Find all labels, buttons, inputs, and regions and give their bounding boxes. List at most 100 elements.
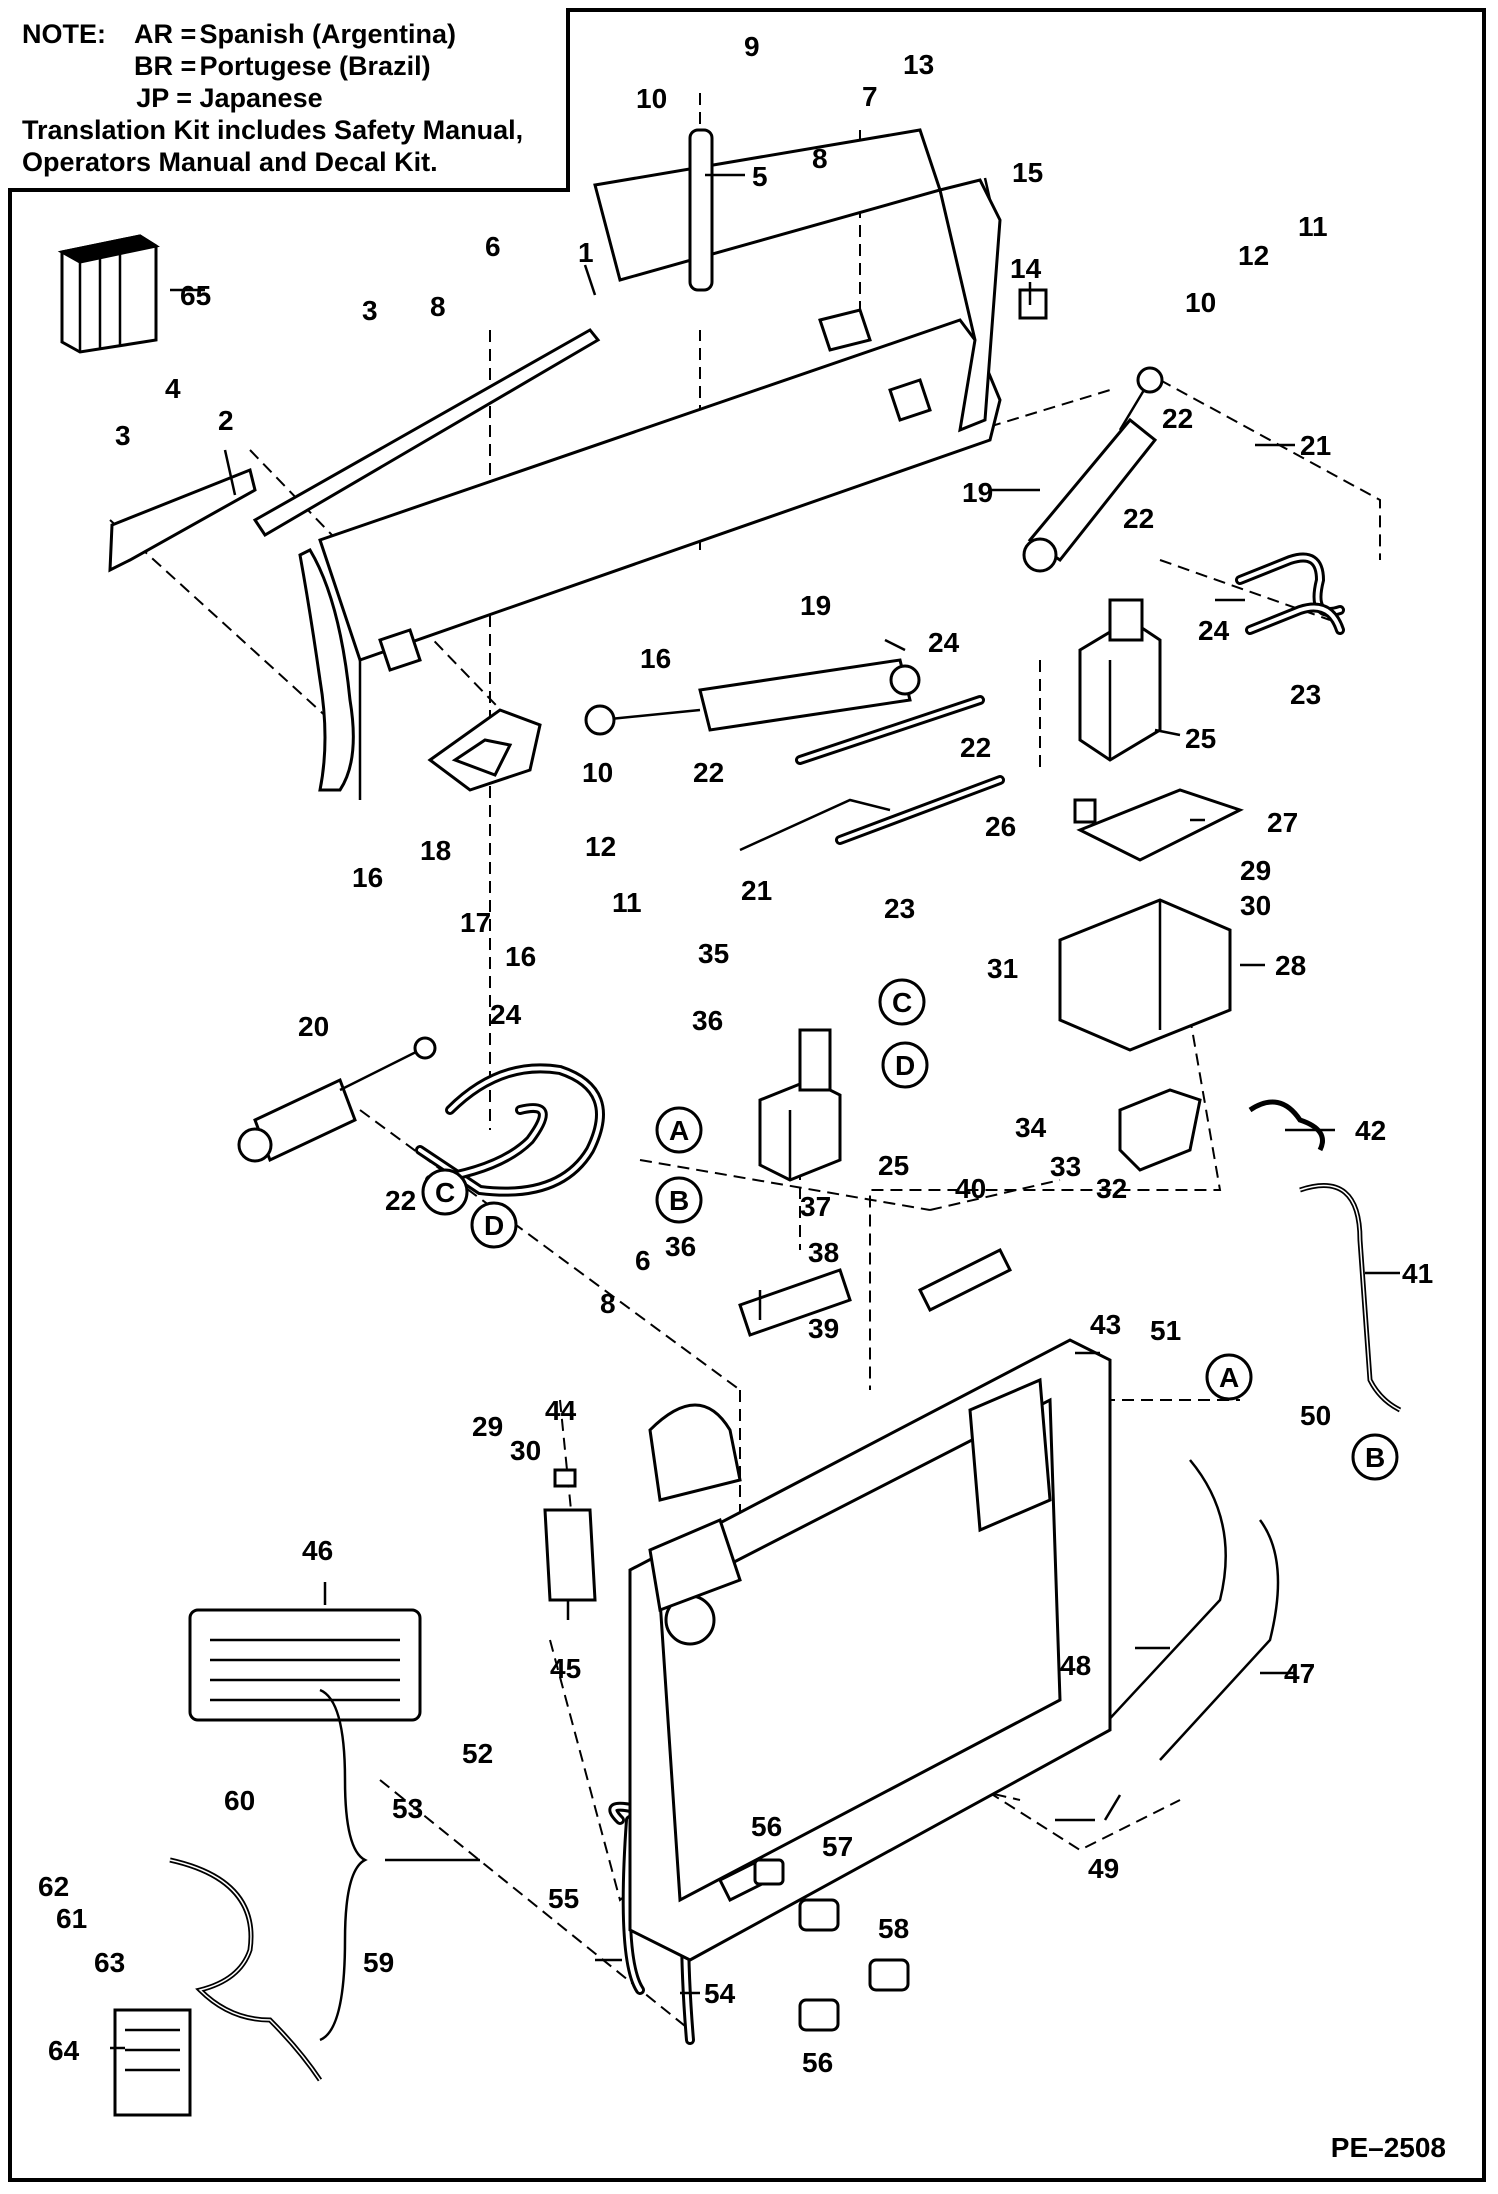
letter-D: D [484,1210,504,1241]
callout-12: 12 [1238,240,1269,271]
callout-22: 22 [1123,503,1154,534]
callout-40: 40 [955,1173,986,1204]
callout-32: 32 [1096,1173,1127,1204]
callout-65: 65 [180,280,211,311]
callout-29: 29 [1240,855,1271,886]
steel-lines [739,798,1280,1761]
callout-27: 27 [1267,807,1298,838]
callout-25: 25 [1185,723,1216,754]
callout-50: 50 [1300,1400,1331,1431]
callout-28: 28 [1275,950,1306,981]
callout-56: 56 [802,2047,833,2078]
note-code-br: BR = [134,51,197,81]
callout-59: 59 [363,1947,394,1978]
callout-60: 60 [224,1785,255,1816]
callout-49: 49 [1088,1853,1119,1884]
callout-36: 36 [665,1231,696,1262]
callout-17: 17 [460,907,491,938]
wire-harnesses [169,1099,1402,2082]
callout-55: 55 [548,1883,579,1914]
callout-16: 16 [640,643,671,674]
callout-21: 21 [1300,430,1331,461]
callout-4: 4 [165,373,181,404]
callout-57: 57 [822,1831,853,1862]
callout-19: 19 [962,477,993,508]
callout-10: 10 [1185,287,1216,318]
callout-18: 18 [420,835,451,866]
diagram-frame [8,8,1486,2182]
callout-8: 8 [430,291,446,322]
translation-kit-box [57,234,160,354]
note-row-ar: NOTE: AR = Spanish (Argentina) [22,18,552,50]
callout-11: 11 [1298,211,1328,242]
quick-couplers [753,1858,910,2032]
callout-8: 8 [812,143,828,174]
callout-51: 51 [1150,1315,1181,1346]
letter-D: D [895,1050,915,1081]
letter-A: A [669,1115,689,1146]
note-code-jp: JP = [136,83,192,113]
callout-31: 31 [987,953,1018,984]
electrical-box [1058,788,1244,1172]
note-language-ar: Spanish (Argentina) [199,19,457,49]
callout-43: 43 [1090,1309,1121,1340]
callout-44: 44 [545,1395,577,1426]
callout-62: 62 [38,1871,69,1902]
note-row-jp: JP = Japanese [22,82,552,114]
callout-29: 29 [472,1411,503,1442]
callout-48: 48 [1060,1650,1091,1681]
callout-10: 10 [582,757,613,788]
callout-24: 24 [928,627,960,658]
note-label: NOTE: [22,19,106,49]
callout-12: 12 [585,831,616,862]
callout-20: 20 [298,1011,329,1042]
cylinder-middle [584,658,921,736]
callout-41: 41 [1402,1258,1433,1289]
callout-3: 3 [115,420,131,451]
callout-23: 23 [884,893,915,924]
callout-42: 42 [1355,1115,1386,1146]
callout-16: 16 [505,941,536,972]
callout-9: 9 [744,31,760,62]
callout-7: 7 [862,81,878,112]
callout-numbers: 1 2 3 3 4 5 6 6 7 8 8 8 9 10 10 10 11 11… [38,31,1433,2078]
callout-13: 13 [903,49,934,80]
decals-and-plates [113,288,1097,2117]
callout-54: 54 [704,1978,736,2009]
callout-64: 64 [48,2035,80,2066]
callout-30: 30 [1240,890,1271,921]
note-row-br: BR = Portugese (Brazil) [22,50,552,82]
callout-33: 33 [1050,1151,1081,1182]
callout-39: 39 [808,1313,839,1344]
callout-14: 14 [1010,253,1042,284]
callout-24: 24 [490,999,522,1030]
callout-30: 30 [510,1435,541,1466]
cylinder-upper-right [1022,366,1164,573]
translation-note: NOTE: AR = Spanish (Argentina) BR = Portu… [8,8,570,192]
dozer-blade [108,128,1002,800]
letter-B: B [1365,1442,1385,1473]
control-valve-lower [758,1028,842,1182]
attachment-frame [628,1338,1112,1962]
letter-C: C [435,1177,455,1208]
callout-35: 35 [698,938,729,969]
callout-21: 21 [741,875,772,906]
callout-37: 37 [800,1191,831,1222]
note-language-jp: Japanese [199,83,323,113]
callout-23: 23 [1290,679,1321,710]
callout-26: 26 [985,811,1016,842]
callout-2: 2 [218,405,234,436]
drawing-id: PE–2508 [1330,2132,1446,2163]
callout-22: 22 [1162,403,1193,434]
callout-19: 19 [800,590,831,621]
callout-8: 8 [600,1288,616,1319]
note-kit-line-1: Translation Kit includes Safety Manual, [22,115,524,145]
callout-22: 22 [693,757,724,788]
circled-letters: C D A B C D A B [421,978,1399,1481]
note-language-br: Portugese (Brazil) [199,51,431,81]
callout-25: 25 [878,1150,909,1181]
callout-5: 5 [752,161,768,192]
note-code-ar: AR = [134,19,197,49]
pivot-mount [427,708,542,792]
